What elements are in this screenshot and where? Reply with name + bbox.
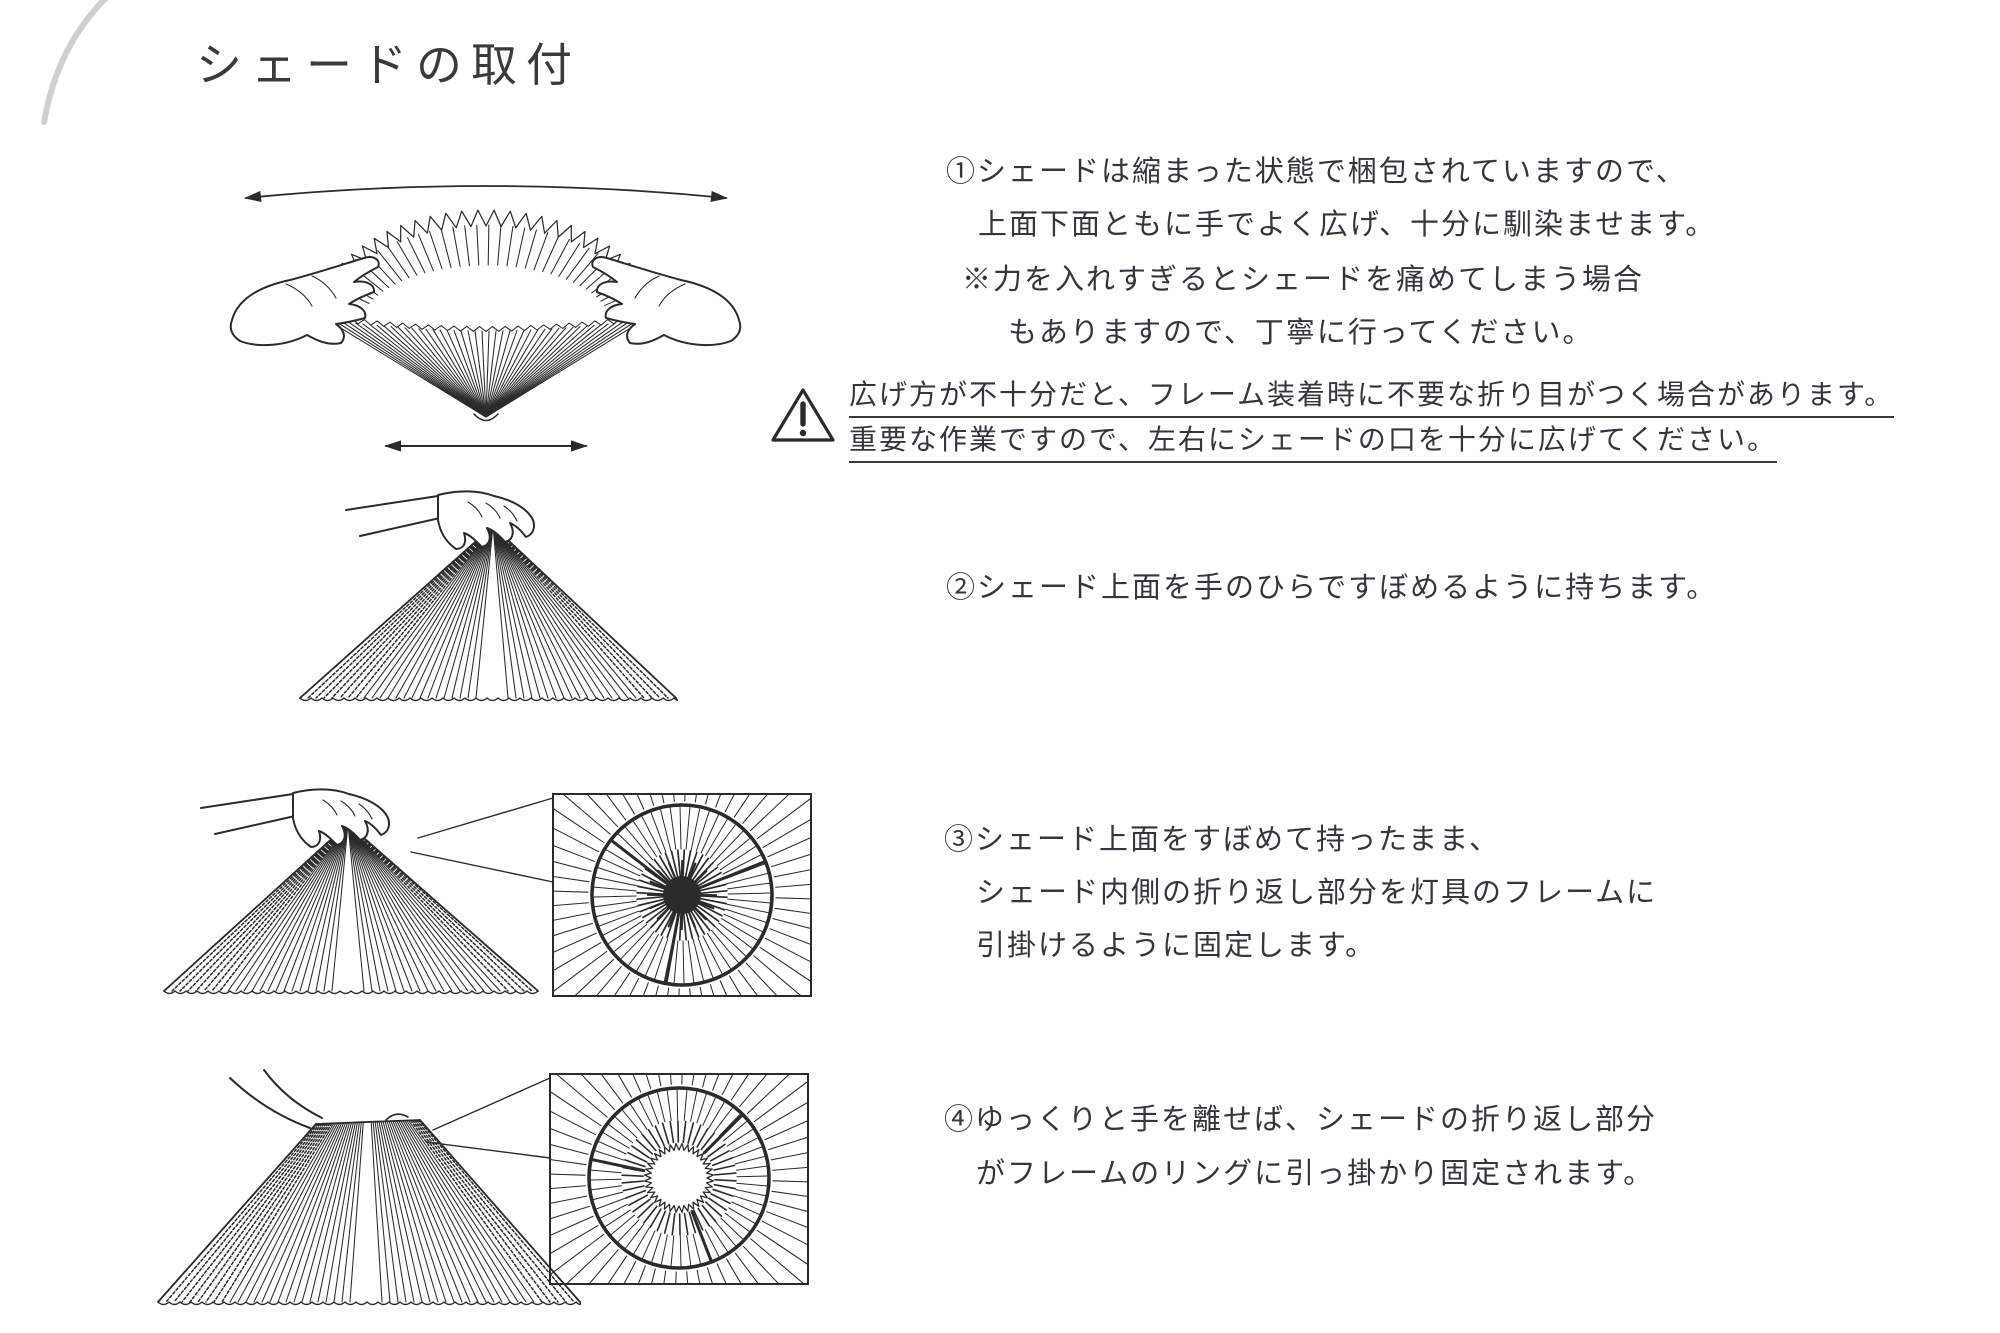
step4-line1: ④ゆっくりと手を離せば、シェードの折り返し部分 (944, 1104, 1658, 1136)
step1-line1: ①シェードは縮まった状態で梱包されていますので、 (946, 156, 1687, 188)
step3-line3: 引掛けるように固定します。 (976, 930, 1377, 962)
step3-line1: ③シェード上面をすぼめて持ったまま、 (944, 824, 1500, 856)
warning-line2: 重要な作業ですので、左右にシェードの口を十分に広げてください。 (849, 426, 1778, 463)
step2-line1: ②シェード上面を手のひらですぼめるように持ちます。 (946, 572, 1718, 604)
figure-step2 (299, 490, 679, 702)
step1-line2: 上面下面ともに手でよく広げ、十分に馴染ませます。 (978, 209, 1717, 241)
scan-artifact-arc (41, 0, 109, 125)
page-title: シェードの取付 (196, 39, 581, 91)
figure-step4 (157, 1069, 809, 1306)
step3-line2: シェード内側の折り返し部分を灯具のフレームに (976, 877, 1658, 909)
step1-note-line2: もありますので、丁寧に行ってください。 (1008, 317, 1594, 349)
step4-line2: がフレームのリングに引っ掛かり固定されます。 (976, 1158, 1655, 1190)
warning-triangle-icon (771, 388, 835, 442)
warning-line1: 広げ方が不十分だと、フレーム装着時に不要な折り目がつく場合があります。 (849, 381, 1895, 418)
step1-note-line1: ※力を入れすぎるとシェードを痛めてしまう場合 (962, 264, 1645, 296)
figure-step3 (163, 788, 812, 997)
figure-step1 (229, 185, 742, 452)
